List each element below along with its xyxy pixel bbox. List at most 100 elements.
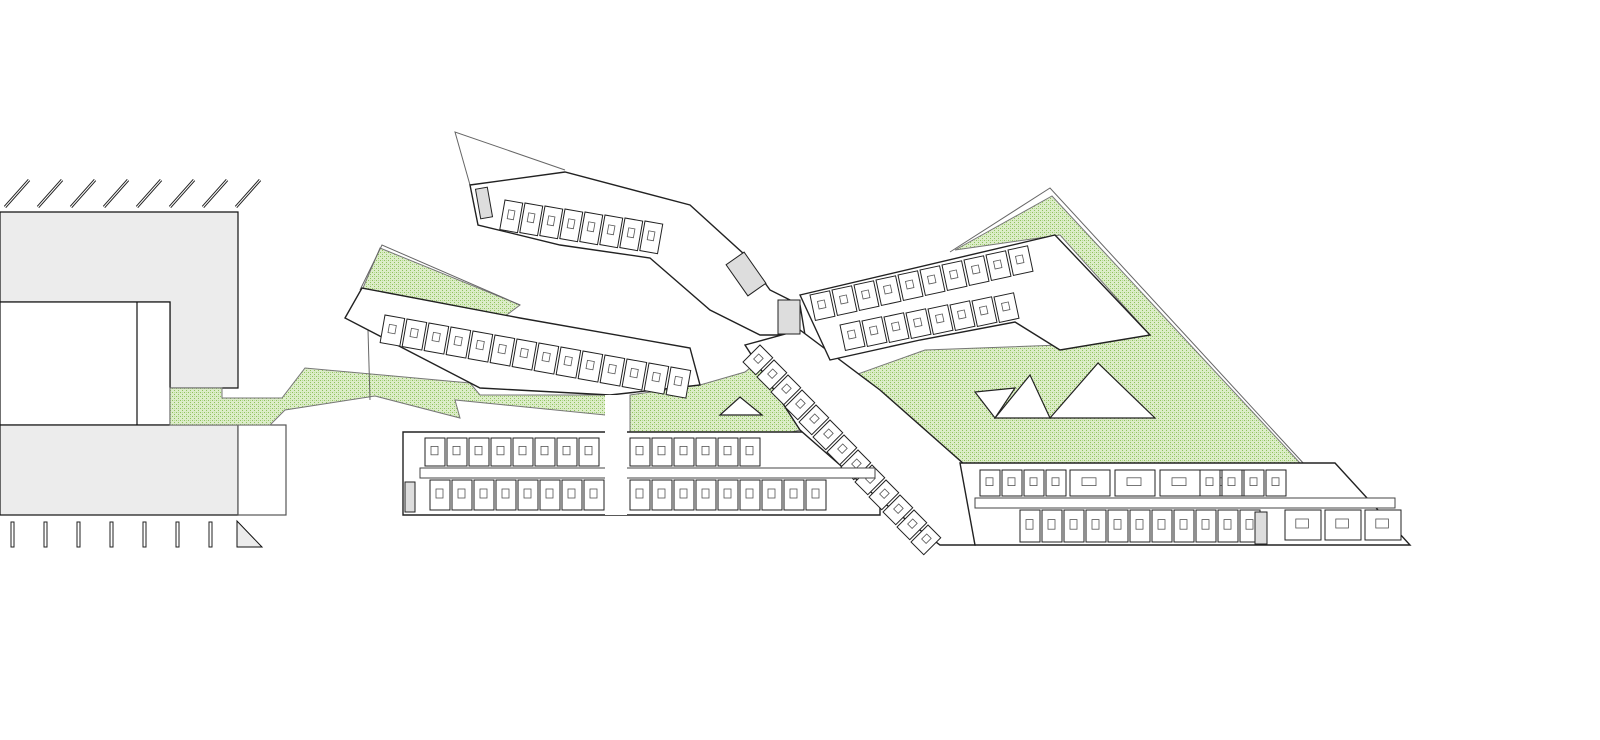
office-room [695,479,717,511]
desk [993,259,1003,270]
desk [474,445,483,456]
office-room [717,437,739,467]
bar-mark [175,521,180,548]
desk [985,477,994,486]
office-room [919,265,946,297]
hatch-mark-inner [169,179,195,208]
desk [1081,477,1097,486]
bar-mark [109,521,114,548]
desk [921,533,932,545]
desk [1015,254,1025,265]
green-main-court [854,195,1302,464]
desk [453,335,463,347]
stair-core [474,186,494,220]
desk [1205,477,1214,486]
existing-building [0,211,287,516]
desk [1135,519,1144,530]
desk [1179,519,1188,530]
office-room [490,437,512,467]
office-room [905,308,932,340]
desk [673,375,683,387]
desk [452,445,461,456]
office-room [629,479,651,511]
desk [523,488,532,499]
office-room [853,280,880,312]
desk [837,443,848,455]
desk [879,488,890,500]
office-room [868,479,900,511]
office-room [783,479,805,511]
pyramid-small [718,396,764,416]
hatch-mark-inner [103,179,129,208]
site-boundary-terrace [359,244,521,306]
desk [753,353,764,365]
office-room [1199,469,1221,497]
site-boundary [949,187,1306,466]
desk [562,445,571,456]
desk [584,445,593,456]
office-room [499,199,524,234]
office-room [979,469,1001,497]
desk [585,359,595,371]
desk [869,325,879,336]
desk [767,488,776,499]
desk [431,331,441,343]
desk [457,488,466,499]
stair-core [404,481,416,513]
desk [1069,519,1078,530]
desk [607,363,617,375]
desk [519,347,529,359]
office-room [621,358,648,391]
desk [817,299,827,310]
desk [635,488,644,499]
office-room [517,479,539,511]
site-boundary-west [367,329,371,401]
desk [1157,519,1166,530]
office-room [534,437,556,467]
office-room [495,479,517,511]
desk [795,398,806,410]
desk [883,284,893,295]
office-room [985,250,1012,282]
desk [566,218,576,230]
office-room [739,479,761,511]
bar-mark [142,521,147,548]
hatch-mark-inner [235,179,261,208]
office-room [473,479,495,511]
office-room [826,434,858,466]
desk [479,488,488,499]
desk [1227,477,1236,486]
desk [789,488,798,499]
office-rooms [379,199,1402,556]
office-room [861,316,888,348]
desk [1295,518,1309,529]
office-room [1221,469,1243,497]
office-room [717,479,739,511]
office-room [673,437,695,467]
desk [851,458,862,470]
desk [526,212,536,224]
desk [971,264,981,275]
hatch-mark-inner [70,179,96,208]
office-room [1324,509,1362,541]
office-room [784,389,816,421]
desk [540,445,549,456]
office-room [1063,509,1085,543]
office-room [839,320,866,352]
office-room [1243,469,1265,497]
office-room [739,437,761,467]
desk [626,227,636,239]
office-room [897,270,924,302]
office-room [1217,509,1239,543]
office-room [379,314,406,347]
desk [1091,519,1100,530]
desk [745,445,754,456]
hatch-mark-inner [136,179,162,208]
hatch-marks-top [3,179,262,208]
office-room [561,479,583,511]
desk [430,445,439,456]
office-room [556,437,578,467]
office-room [875,275,902,307]
hatch-mark-inner [4,179,30,208]
desk [1271,477,1280,486]
